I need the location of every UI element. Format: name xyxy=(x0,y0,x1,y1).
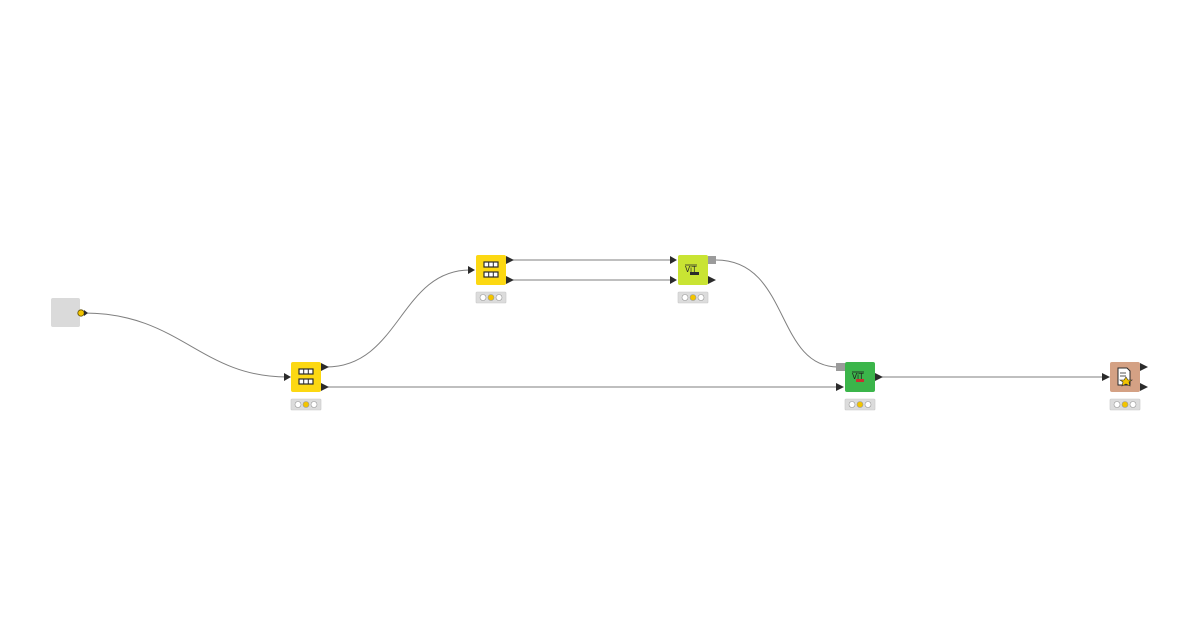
scorer-node[interactable] xyxy=(1102,362,1148,411)
predictor-body xyxy=(845,362,875,392)
status-traffic-light xyxy=(844,398,876,411)
status-traffic-light xyxy=(290,398,322,411)
input-port[interactable] xyxy=(284,373,291,381)
model-input-port[interactable] xyxy=(836,363,845,371)
status-traffic-light xyxy=(475,291,507,304)
output-port-top[interactable] xyxy=(506,256,514,264)
row-splitter-node-1[interactable] xyxy=(284,362,329,411)
output-port-bottom[interactable] xyxy=(506,276,514,284)
output-port[interactable] xyxy=(875,373,883,381)
input-port-bottom[interactable] xyxy=(670,276,677,284)
vit-learner-icon: ViT xyxy=(685,264,699,275)
model-output-port[interactable] xyxy=(708,256,716,264)
connection-input-to-splitter-1[interactable] xyxy=(83,312,288,378)
input-port-top[interactable] xyxy=(670,256,677,264)
scorer-icon xyxy=(1117,367,1133,387)
learner-body xyxy=(678,255,708,285)
output-port[interactable] xyxy=(708,276,716,284)
output-port-bottom[interactable] xyxy=(321,383,329,391)
component-input-node[interactable] xyxy=(51,298,88,327)
output-port[interactable] xyxy=(84,310,88,316)
vit-predictor-icon: ViT xyxy=(852,371,864,382)
vit-learner-node[interactable]: ViT xyxy=(670,255,716,304)
input-port[interactable] xyxy=(1102,373,1110,381)
connection-learner-to-predictor[interactable] xyxy=(715,259,839,368)
row-splitter-body xyxy=(476,255,506,285)
row-splitter-body xyxy=(291,362,321,392)
svg-text:ViT: ViT xyxy=(685,265,697,274)
output-port-top[interactable] xyxy=(321,363,329,371)
connections-layer xyxy=(83,259,1103,388)
row-splitter-node-2[interactable] xyxy=(468,255,514,304)
input-port[interactable] xyxy=(468,266,475,274)
input-port[interactable] xyxy=(836,383,844,391)
flow-variable-port[interactable] xyxy=(77,309,85,317)
vit-predictor-node[interactable]: ViT xyxy=(836,362,883,411)
row-splitter-icon xyxy=(298,368,314,385)
connection-splitter-1-to-splitter-2[interactable] xyxy=(325,269,471,368)
svg-text:ViT: ViT xyxy=(852,372,864,381)
status-traffic-light xyxy=(677,291,709,304)
output-port-bottom[interactable] xyxy=(1140,383,1148,391)
row-splitter-icon xyxy=(483,261,499,278)
status-traffic-light xyxy=(1109,398,1141,411)
output-port-top[interactable] xyxy=(1140,363,1148,371)
component-input-icon xyxy=(51,298,80,327)
